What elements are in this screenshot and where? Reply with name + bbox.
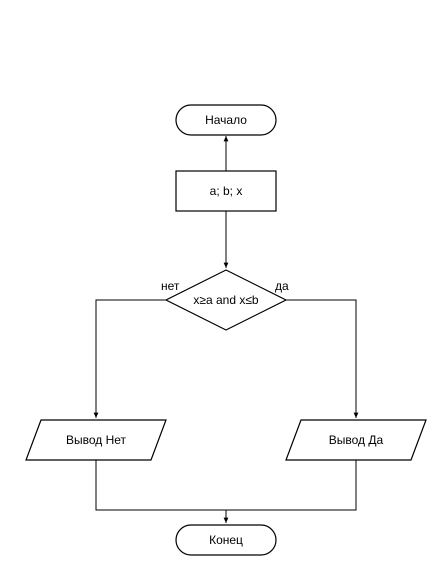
start-label: Начало (205, 113, 247, 127)
connectors (93, 136, 359, 523)
output-no-block: Вывод Нет (25, 419, 167, 461)
connector-yes-to-merge (226, 460, 357, 511)
input-label: a; b; x (210, 184, 243, 198)
output-yes-block: Вывод Да (285, 419, 427, 461)
connector-decision-yes (286, 299, 359, 418)
decision-yes-label: да (275, 279, 289, 293)
decision-diamond: x≥a and x≤b (164, 269, 288, 331)
connector-no-to-merge (95, 460, 226, 511)
output-yes-label: Вывод Да (329, 433, 384, 447)
start-terminator: Начало (175, 104, 277, 136)
end-label: Конец (209, 533, 243, 547)
output-no-label: Вывод Нет (66, 433, 127, 447)
decision-no-label: нет (161, 279, 180, 293)
connector-decision-no (93, 299, 166, 418)
input-block: a; b; x (175, 170, 277, 212)
decision-label: x≥a and x≤b (193, 293, 259, 307)
end-terminator: Конец (175, 524, 277, 556)
